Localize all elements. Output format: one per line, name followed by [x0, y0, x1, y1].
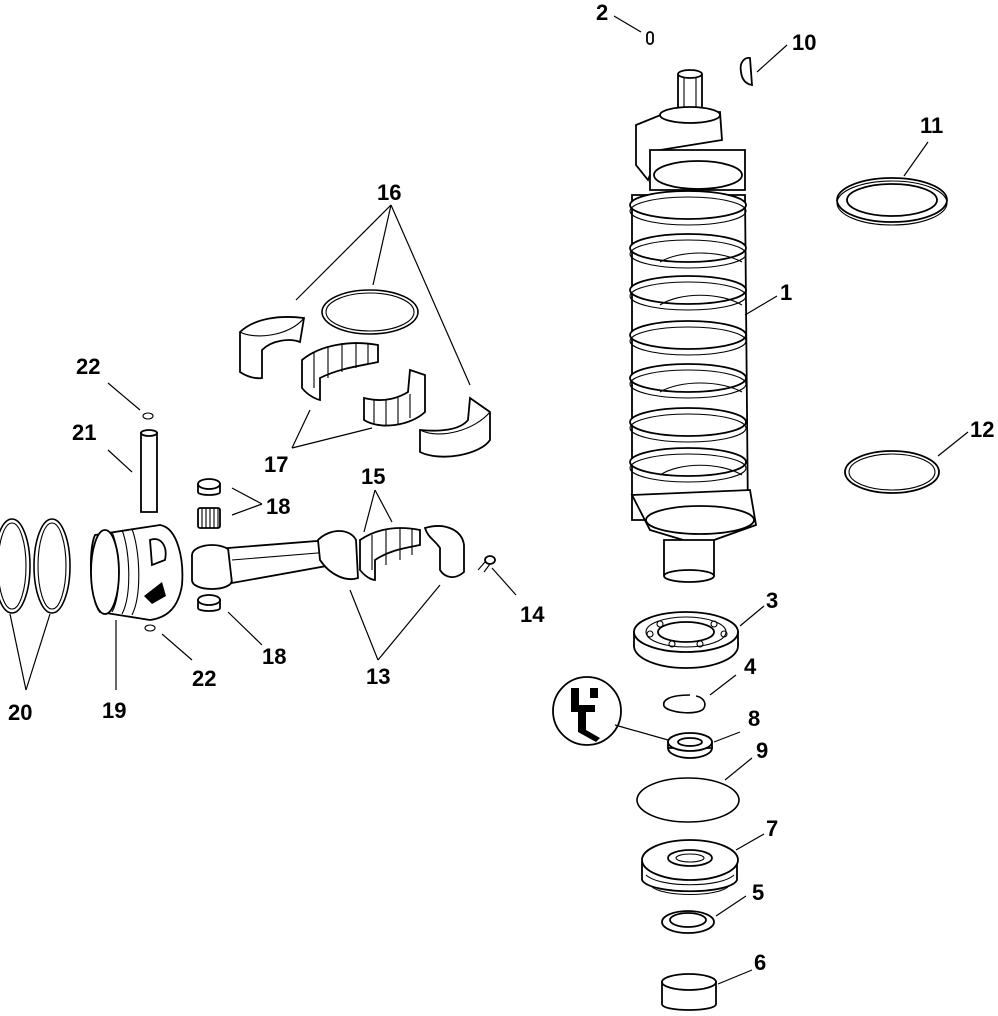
- callout-2: 2: [596, 0, 608, 25]
- screw-part-14: [477, 555, 496, 573]
- callout-14: 14: [520, 602, 545, 627]
- lubricant-icon: [552, 676, 669, 746]
- callout-17: 17: [264, 452, 288, 477]
- woodruff-key-part-10: [739, 57, 753, 87]
- callout-5: 5: [752, 880, 764, 905]
- callout-22-top: 22: [76, 354, 100, 379]
- seal-part-5: [661, 910, 715, 934]
- piston-part-19: [89, 524, 184, 621]
- ball-bearing-part-3: [633, 611, 739, 669]
- seal-ring-part-12: [844, 450, 940, 494]
- leader-lines: [9, 15, 969, 985]
- callout-18-bottom: 18: [262, 644, 286, 669]
- callout-13: 13: [366, 664, 390, 689]
- callout-20: 20: [8, 700, 32, 725]
- thrust-washers-part-18: [197, 478, 221, 612]
- callout-6: 6: [754, 950, 766, 975]
- callout-1: 1: [780, 280, 792, 305]
- seal-part-11: [836, 177, 948, 226]
- callout-22-bottom: 22: [192, 666, 216, 691]
- retaining-ring-part-4: [662, 694, 706, 714]
- callout-21: 21: [72, 420, 96, 445]
- bearing-race-halves-part-16: [239, 289, 491, 458]
- callout-3: 3: [766, 588, 778, 613]
- locking-rings-part-22: [142, 412, 156, 632]
- needle-cage-part-17: [301, 342, 426, 427]
- callout-9: 9: [756, 738, 768, 763]
- callout-labels: 2 10 11 1 12 3 4 8 9 7 5 6 16 17 15 18 1…: [8, 0, 994, 975]
- needle-cage-part-15: [359, 527, 421, 581]
- callout-4: 4: [744, 654, 757, 679]
- piston-pin-part-21: [140, 429, 158, 513]
- callout-16: 16: [377, 180, 401, 205]
- crankshaft: [629, 69, 758, 583]
- piston-rings-part-20: [0, 518, 71, 614]
- connecting-rod-part-13: [191, 525, 465, 590]
- bearing-part-8: [667, 732, 713, 759]
- callout-18-top: 18: [266, 494, 290, 519]
- callout-8: 8: [748, 706, 760, 731]
- o-ring-part-9: [636, 777, 740, 823]
- sleeve-part-6: [661, 973, 717, 1011]
- callout-7: 7: [766, 816, 778, 841]
- callout-12: 12: [970, 417, 994, 442]
- callout-11: 11: [920, 113, 943, 138]
- callout-19: 19: [102, 698, 126, 723]
- bearing-housing-part-7: [641, 839, 739, 896]
- pin-part-2: [646, 31, 654, 45]
- callout-15: 15: [361, 464, 385, 489]
- callout-10: 10: [792, 30, 816, 55]
